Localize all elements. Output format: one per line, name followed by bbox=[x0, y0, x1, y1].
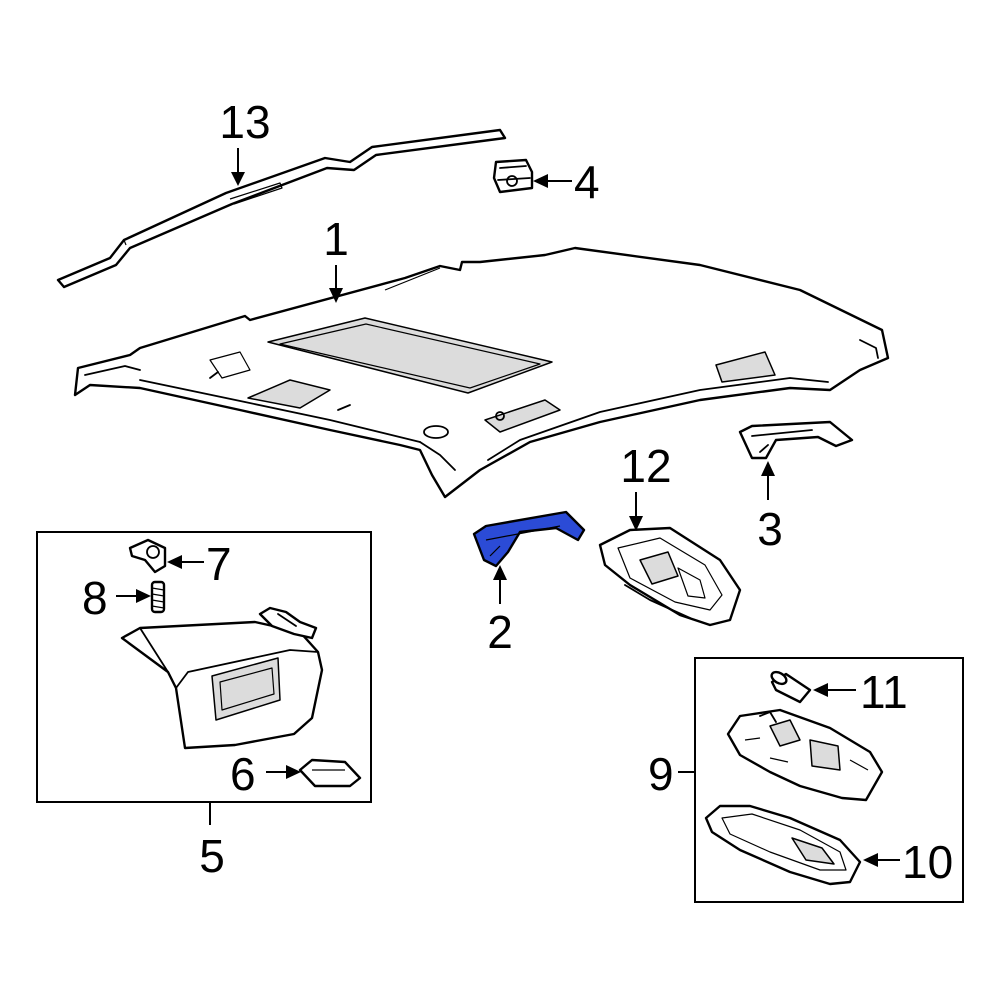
callout-13: 13 bbox=[219, 96, 270, 148]
part-10-lens[interactable] bbox=[704, 804, 862, 886]
part-13-side-rail[interactable] bbox=[56, 128, 507, 289]
callout-13-arrow bbox=[231, 148, 245, 186]
callout-7-arrow bbox=[167, 555, 204, 569]
callout-12-arrow bbox=[629, 492, 643, 531]
callout-5: 5 bbox=[199, 830, 225, 882]
part-12-console-lamp[interactable] bbox=[598, 526, 742, 627]
part-2-grab-handle[interactable] bbox=[472, 510, 586, 568]
callout-8: 8 bbox=[82, 572, 108, 624]
callout-2: 2 bbox=[487, 606, 513, 658]
group-9-box bbox=[694, 657, 964, 903]
callout-4: 4 bbox=[574, 156, 600, 208]
callout-4-arrow bbox=[533, 174, 572, 188]
part-7-visor-clip[interactable] bbox=[128, 538, 167, 574]
callout-1-arrow bbox=[329, 265, 343, 303]
callout-6: 6 bbox=[230, 748, 256, 800]
part-5-sun-visor[interactable] bbox=[120, 606, 324, 750]
callout-10: 10 bbox=[902, 836, 953, 888]
callout-3-arrow bbox=[761, 461, 775, 500]
callout-8-arrow bbox=[116, 589, 151, 603]
part-1-headliner[interactable] bbox=[73, 246, 890, 499]
callout-11: 11 bbox=[860, 666, 908, 718]
callout-7: 7 bbox=[206, 538, 232, 590]
part-11-bulb[interactable] bbox=[770, 670, 812, 704]
callout-10-arrow bbox=[863, 853, 900, 867]
callout-9: 9 bbox=[648, 748, 674, 800]
part-8-screw[interactable] bbox=[150, 580, 166, 614]
part-3-grab-handle[interactable] bbox=[738, 420, 854, 460]
callout-6-arrow bbox=[266, 765, 301, 779]
callout-12: 12 bbox=[620, 440, 671, 492]
part-4-clip[interactable] bbox=[492, 158, 534, 194]
callout-11-arrow bbox=[813, 683, 856, 697]
part-6-visor-cover[interactable] bbox=[298, 758, 362, 788]
part-9-lamp-housing[interactable] bbox=[726, 708, 884, 802]
callout-1: 1 bbox=[323, 213, 349, 265]
group-5-box bbox=[36, 531, 372, 803]
callout-3: 3 bbox=[757, 503, 783, 555]
callout-2-arrow bbox=[493, 565, 507, 604]
